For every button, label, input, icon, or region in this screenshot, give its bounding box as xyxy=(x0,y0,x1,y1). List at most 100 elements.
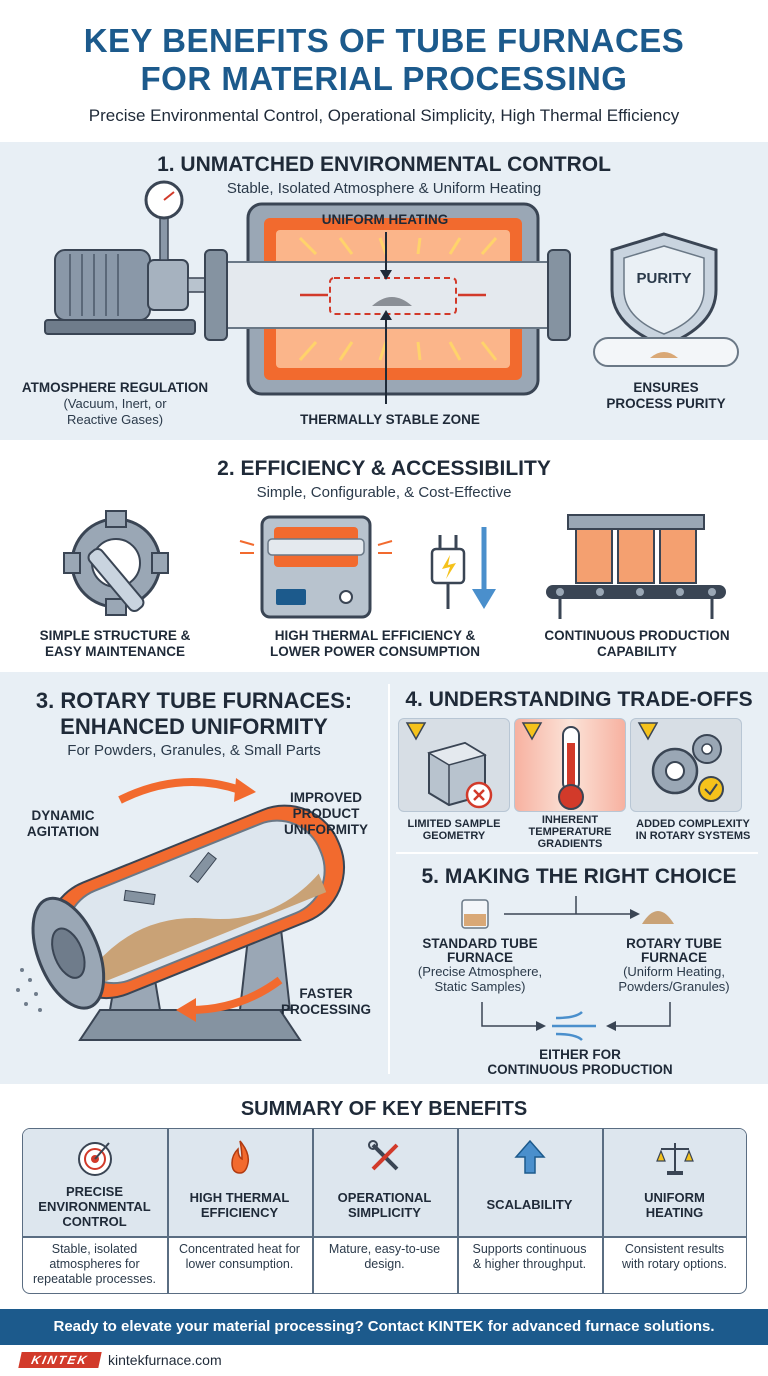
cta-banner[interactable]: Ready to elevate your material processin… xyxy=(0,1309,768,1345)
power-plug-icon xyxy=(430,527,496,609)
tradeoff2-l2: TEMPERATURE xyxy=(528,826,612,838)
shield-text: PURITY xyxy=(636,270,692,287)
label-atmosphere-sub1: (Vacuum, Inert, or xyxy=(63,396,167,411)
tradeoff3-l1: ADDED COMPLEXITY xyxy=(636,818,750,830)
tradeoff2-l1: INHERENT xyxy=(541,814,599,826)
standard-sample-icon xyxy=(461,899,489,929)
section2-title: 2. EFFICIENCY & ACCESSIBILITY xyxy=(217,457,551,480)
section3-title-l1: 3. ROTARY TUBE FURNACES: xyxy=(35,688,353,713)
std-furnace-l1: STANDARD TUBE xyxy=(422,936,538,951)
sum-d-1-1: Concentrated heat for xyxy=(179,1242,300,1256)
sum-h-4-1: UNIFORM xyxy=(644,1190,705,1205)
rot-furnace-l2: FURNACE xyxy=(641,950,707,965)
label-atmosphere-regulation: ATMOSPHERE REGULATION xyxy=(21,380,209,395)
summary-table xyxy=(22,1128,747,1294)
flame-icon xyxy=(231,1140,250,1174)
sum-h-3-1: SCALABILITY xyxy=(486,1197,573,1212)
sum-d-2-2: design. xyxy=(364,1257,405,1271)
item3-label-l1: CONTINUOUS PRODUCTION xyxy=(544,628,730,643)
item1-label-l1: SIMPLE STRUCTURE & xyxy=(39,628,191,643)
website-link[interactable]: kintekfurnace.com xyxy=(108,1352,222,1368)
kintek-logo: KINTEK xyxy=(18,1352,102,1368)
rot-furnace-s1: (Uniform Heating, xyxy=(623,964,725,979)
balance-scale-icon xyxy=(656,1143,694,1175)
section3-subtitle: For Powders, Granules, & Small Parts xyxy=(67,742,321,759)
tradeoff1-l1: LIMITED SAMPLE xyxy=(407,818,501,830)
sum-d-4-1: Consistent results xyxy=(624,1242,725,1256)
sum-h-2-1: OPERATIONAL xyxy=(337,1190,432,1205)
sum-d-2-1: Mature, easy-to-use xyxy=(328,1242,441,1256)
item2-label-l2: LOWER POWER CONSUMPTION xyxy=(270,644,480,659)
sum-h-0-1: PRECISE xyxy=(65,1184,124,1199)
summary-header-bg xyxy=(23,1129,746,1236)
section2-illustration xyxy=(63,510,726,619)
std-furnace-s2: Static Samples) xyxy=(434,979,526,994)
sum-d-0-2: atmospheres for xyxy=(49,1257,140,1271)
item3-label-l2: CAPABILITY xyxy=(597,644,677,659)
rot-furnace-l1: ROTARY TUBE xyxy=(626,936,722,951)
summary-col-line1 xyxy=(167,1129,169,1293)
tube-furnace-icon xyxy=(204,202,571,404)
sum-h-0-2: ENVIRONMENTAL xyxy=(38,1199,151,1214)
tradeoff1-l2: GEOMETRY xyxy=(422,830,486,842)
sum-h-2-2: SIMPLICITY xyxy=(348,1205,421,1220)
compact-furnace-icon xyxy=(239,515,393,619)
std-furnace-l2: FURNACE xyxy=(447,950,513,965)
page-title-line2: FOR MATERIAL PROCESSING xyxy=(140,60,628,97)
label-uniformity: UNIFORMITY xyxy=(284,822,368,837)
tradeoff2-l3: GRADIENTS xyxy=(537,838,603,850)
label-dynamic: DYNAMIC xyxy=(31,808,95,823)
conveyor-production-icon xyxy=(546,514,726,619)
item1-label-l2: EASY MAINTENANCE xyxy=(44,644,186,659)
sum-d-0-1: Stable, isolated xyxy=(51,1242,138,1256)
wind-flow-icon xyxy=(552,1011,596,1041)
target-icon xyxy=(78,1142,112,1176)
sum-d-3-2: & higher throughput. xyxy=(472,1257,587,1271)
gears-badge-icon xyxy=(637,722,724,802)
label-processing: PROCESSING xyxy=(280,1002,372,1017)
tradeoff-card-geometry xyxy=(398,718,510,812)
sum-h-0-3: CONTROL xyxy=(62,1214,127,1229)
either-l1: EITHER FOR xyxy=(539,1047,621,1062)
column-divider xyxy=(388,684,390,1074)
label-uniform-heating: UNIFORM HEATING xyxy=(321,212,449,227)
sum-h-1-2: EFFICIENCY xyxy=(200,1205,279,1220)
label-product: PRODUCT xyxy=(292,806,360,821)
label-improved: IMPROVED xyxy=(289,790,362,805)
label-process-purity: PROCESS PURITY xyxy=(606,396,726,411)
rotary-furnace-illustration xyxy=(16,778,346,1041)
section1-illustration xyxy=(44,180,739,404)
label-atmosphere-sub2: Reactive Gases) xyxy=(66,412,164,427)
tradeoff3-l2: IN ROTARY SYSTEMS xyxy=(635,830,751,842)
section5-title: 5. MAKING THE RIGHT CHOICE xyxy=(421,865,737,888)
vacuum-pump-icon xyxy=(44,180,229,335)
page-title-line1: KEY BENEFITS OF TUBE FURNACES xyxy=(83,22,685,59)
sum-d-0-3: repeatable processes. xyxy=(33,1272,156,1286)
page-subtitle: Precise Environmental Control, Operation… xyxy=(88,106,680,125)
summary-col-line4 xyxy=(602,1129,604,1293)
section1-subtitle: Stable, Isolated Atmosphere & Uniform He… xyxy=(226,180,542,197)
choice-diagram xyxy=(461,896,674,1041)
shield-icon xyxy=(593,232,739,367)
section3-title-l2: ENHANCED UNIFORMITY xyxy=(60,714,328,739)
summary-row-line xyxy=(23,1236,746,1238)
section4-title: 4. UNDERSTANDING TRADE-OFFS xyxy=(405,688,753,711)
tradeoff-card-complexity xyxy=(630,718,742,812)
summary-col-line3 xyxy=(457,1129,459,1293)
item2-label-l1: HIGH THERMAL EFFICIENCY & xyxy=(274,628,476,643)
tools-icon xyxy=(368,1140,399,1171)
section2-subtitle: Simple, Configurable, & Cost-Effective xyxy=(256,484,512,501)
std-furnace-s1: (Precise Atmosphere, xyxy=(417,964,543,979)
either-l2: CONTINUOUS PRODUCTION xyxy=(487,1062,673,1077)
sum-d-1-2: lower consumption. xyxy=(185,1257,294,1271)
label-thermally-stable-zone: THERMALLY STABLE ZONE xyxy=(300,412,480,427)
rotary-sample-icon xyxy=(642,911,674,924)
sum-d-4-2: with rotary options. xyxy=(622,1257,727,1271)
tradeoff-card-gradients xyxy=(514,718,626,812)
sum-h-4-2: HEATING xyxy=(645,1205,704,1220)
gear-wrench-icon xyxy=(63,510,169,616)
row-divider xyxy=(396,852,758,854)
section1-title: 1. UNMATCHED ENVIRONMENTAL CONTROL xyxy=(157,153,611,176)
summary-col-line2 xyxy=(312,1129,314,1293)
thermometer-icon xyxy=(521,722,584,810)
